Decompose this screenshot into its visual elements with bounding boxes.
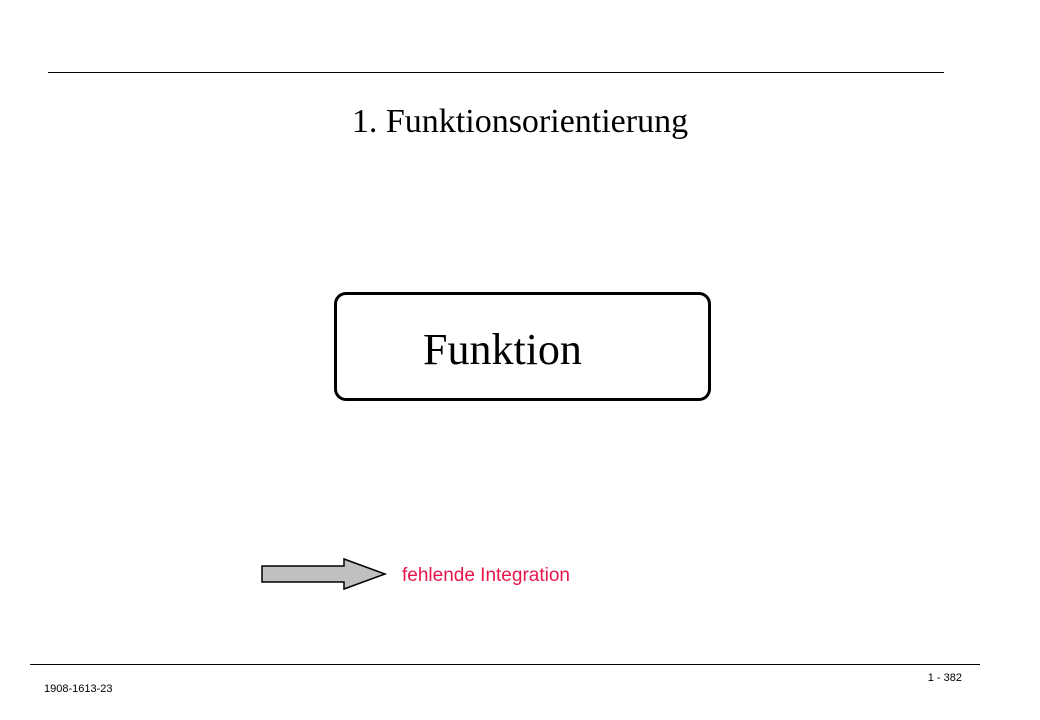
arrow-caption: fehlende Integration [402, 565, 570, 586]
slide-title: 1. Funktionsorientierung [351, 103, 689, 140]
footer-page-number: 1 - 382 [927, 672, 962, 684]
right-arrow-icon [261, 557, 388, 591]
bottom-divider [30, 664, 980, 665]
footer-document-id: 1908-1613-23 [44, 683, 113, 695]
function-box-label: Funktion [423, 325, 582, 374]
function-box: Funktion [334, 292, 711, 401]
top-divider [48, 72, 944, 73]
